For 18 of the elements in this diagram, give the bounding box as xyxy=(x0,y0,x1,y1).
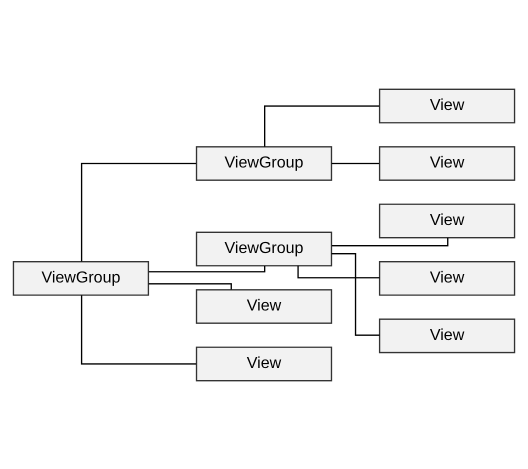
node-box: ViewGroup xyxy=(196,146,332,180)
connector xyxy=(80,162,196,261)
node-box: View xyxy=(378,318,516,353)
node-box: View xyxy=(196,288,332,324)
connector xyxy=(148,282,232,289)
node-box: View xyxy=(378,260,516,296)
node-box: View xyxy=(378,88,516,123)
connector xyxy=(148,266,266,272)
connector xyxy=(264,104,380,146)
node-box: View xyxy=(378,146,516,180)
node-box: View xyxy=(196,346,332,381)
node-box: ViewGroup xyxy=(196,231,332,266)
connector xyxy=(80,294,196,364)
node-box: View xyxy=(378,203,516,238)
node-box: ViewGroup xyxy=(12,260,150,296)
connector xyxy=(332,162,380,164)
connector xyxy=(331,252,380,336)
connector xyxy=(332,237,448,246)
